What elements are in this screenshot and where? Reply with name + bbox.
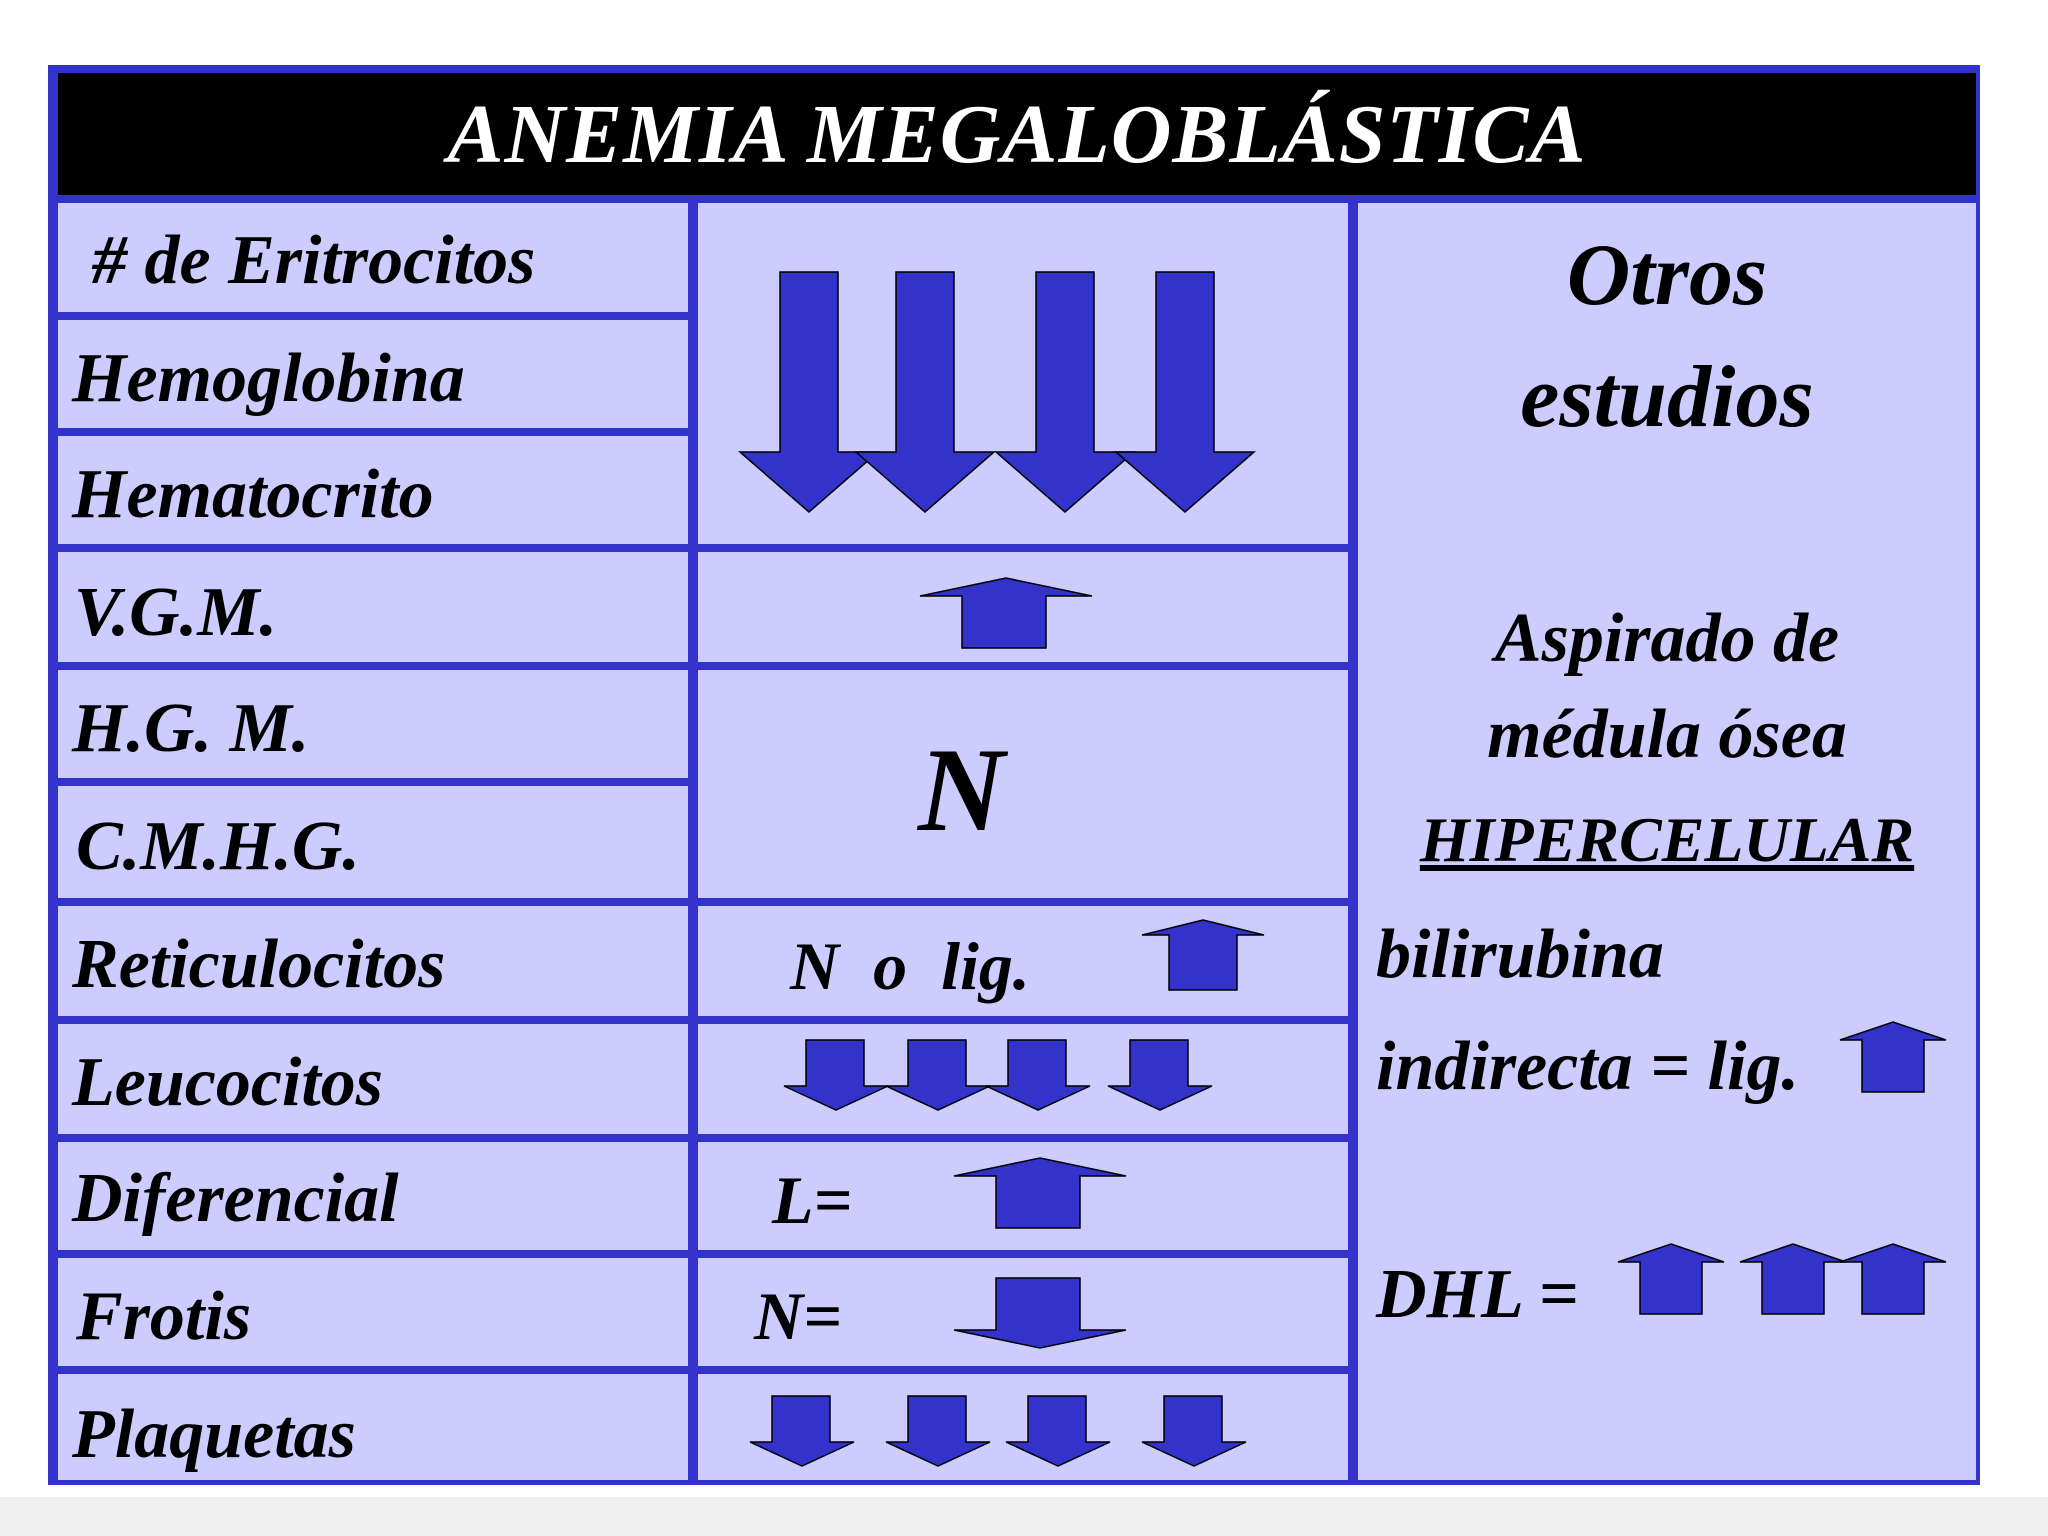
row-label-diferencial: Diferencial [72,1160,399,1237]
down-arrow-icon [1005,1395,1111,1467]
slide-bottom-band [0,1497,2048,1536]
bilirubina-line2: indirecta = lig. [1376,1028,1799,1105]
value-frotis-text: N= [754,1278,842,1354]
down-arrow-icon [1113,271,1257,513]
down-arrow-icon [953,1277,1127,1349]
label-cell-cmhg [58,786,688,898]
value-diferencial-text: L= [772,1162,853,1238]
down-arrow-icon [853,271,997,513]
row-label-hemoglobina: Hemoglobina [72,340,465,417]
up-arrow-icon [1839,1243,1947,1315]
row-label-cmhg: C.M.H.G. [76,808,360,885]
down-arrow-icon [749,1395,855,1467]
dhl-label: DHL = [1376,1256,1579,1333]
label-cell-plaquetas [58,1374,688,1480]
label-cell-frotis [58,1258,688,1366]
row-label-hematocrito: Hematocrito [72,456,434,533]
row-label-reticulocitos: Reticulocitos [72,926,446,1003]
label-cell-hemoglobina [58,320,688,428]
label-cell-eritrocitos [58,203,688,312]
side-heading-line2: estudios [1520,349,1814,446]
hipercelular-label: HIPERCELULAR [1419,804,1915,875]
row-label-eritrocitos: # de Eritrocitos [92,222,536,299]
down-arrow-icon [737,271,881,513]
down-arrow-icon [1107,1039,1213,1111]
aspirado-line2: médula ósea [1487,696,1847,773]
down-arrow-icon [1141,1395,1247,1467]
up-arrow-icon [1617,1243,1725,1315]
label-cell-vgm [58,552,688,662]
bilirubina-line1: bilirubina [1376,916,1664,993]
up-arrow-icon [1739,1243,1847,1315]
value-n-hgm-cmhg: N [918,723,1005,856]
row-label-hgm: H.G. M. [72,690,310,767]
up-arrow-icon [919,577,1093,649]
down-arrow-icon [885,1395,991,1467]
up-arrow-icon [1141,919,1265,991]
value-reticulocitos-text: N o lig. [790,928,1030,1004]
side-heading-line1: Otros [1566,227,1768,324]
up-arrow-icon [953,1157,1127,1229]
up-arrow-icon [1839,1021,1947,1093]
down-arrow-icon [985,1039,1091,1111]
down-arrow-icon [993,271,1137,513]
down-arrow-icon [885,1039,991,1111]
aspirado-line1: Aspirado de [1494,600,1840,677]
label-cell-diferencial [58,1142,688,1250]
label-cell-leucocitos [58,1024,688,1134]
row-label-vgm: V.G.M. [74,574,277,651]
label-cell-hgm [58,670,688,778]
row-label-leucocitos: Leucocitos [72,1044,384,1121]
down-arrow-icon [783,1039,889,1111]
page-title: ANEMIA MEGALOBLÁSTICA [447,87,1587,181]
row-label-plaquetas: Plaquetas [72,1396,356,1473]
value-cell-hgm-cmhg [698,670,1348,898]
row-label-frotis: Frotis [76,1278,252,1355]
label-cell-reticulocitos [58,906,688,1016]
title-bar: ANEMIA MEGALOBLÁSTICA [58,73,1976,195]
value-cell-reticulocitos [698,906,1348,1016]
label-cell-hematocrito [58,436,688,544]
